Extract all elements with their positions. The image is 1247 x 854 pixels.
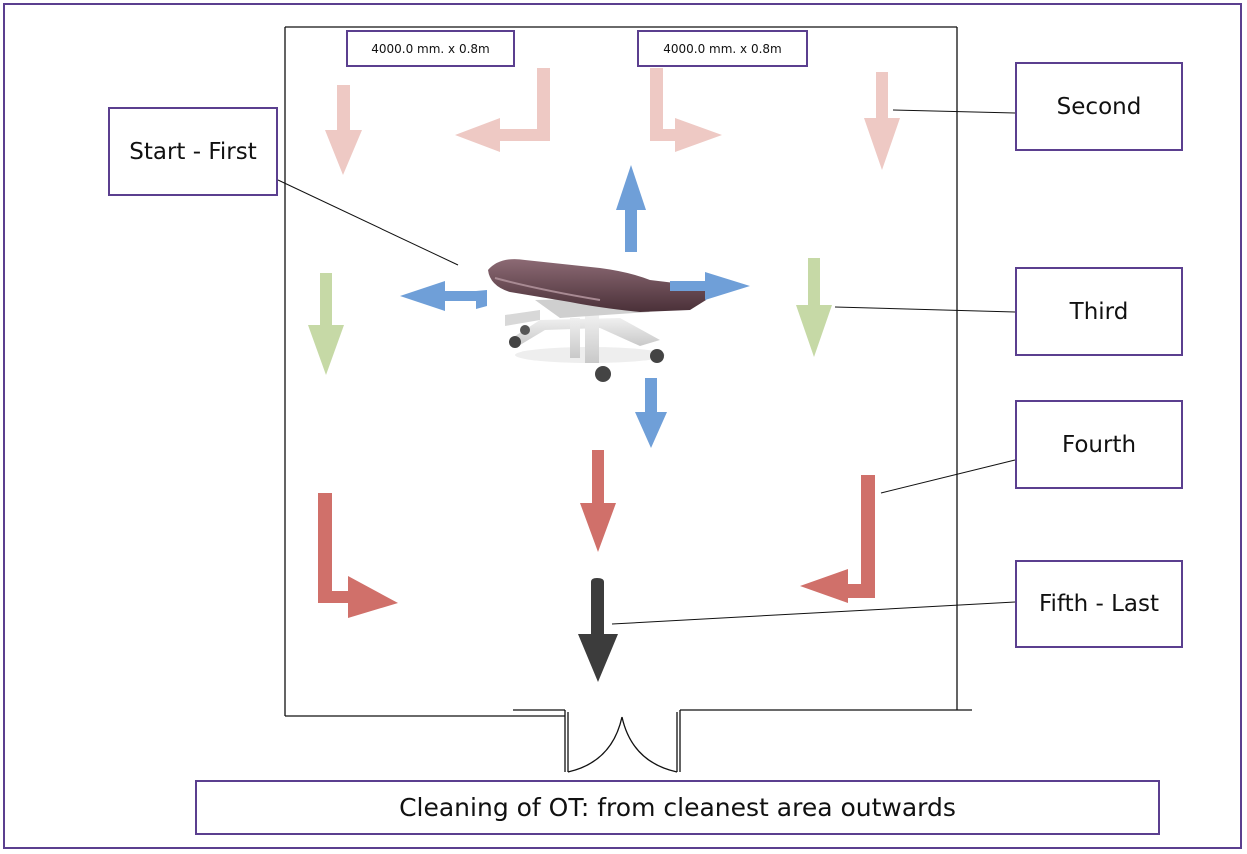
door (564, 710, 681, 773)
stage4-arrow-center (580, 450, 616, 552)
leader-lines (277, 109, 1016, 625)
dimension-label-left: 4000.0 mm. x 0.8m (346, 30, 515, 67)
stage3-arrow-right (796, 258, 832, 357)
stage2-arrow-left-hook (455, 68, 550, 152)
stage4-arrow-left-hook (318, 493, 398, 618)
stage1-arrow-left (400, 281, 487, 311)
stage2-arrow-down-right (864, 72, 900, 170)
stage2-arrow-right-hook (650, 68, 722, 152)
stage1-arrow-up (616, 165, 646, 252)
stage-label-fifth: Fifth - Last (1015, 560, 1183, 648)
stage2-arrow-down-left (325, 85, 362, 175)
stage1-arrow-down (635, 378, 667, 448)
stage1-arrow-right (670, 272, 750, 300)
dimension-label-right: 4000.0 mm. x 0.8m (637, 30, 808, 67)
stretcher-trolley-image (488, 259, 708, 382)
stage4-arrow-right-hook (800, 475, 875, 603)
stage-label-fourth: Fourth (1015, 400, 1183, 489)
stage-label-first: Start - First (108, 107, 278, 196)
stage-label-third: Third (1015, 267, 1183, 356)
room-walls (284, 26, 972, 717)
stage-label-second: Second (1015, 62, 1183, 151)
stage3-arrow-left (308, 273, 344, 375)
slide-frame (3, 3, 1242, 849)
stage5-arrow (578, 578, 618, 682)
diagram-caption: Cleaning of OT: from cleanest area outwa… (195, 780, 1160, 835)
